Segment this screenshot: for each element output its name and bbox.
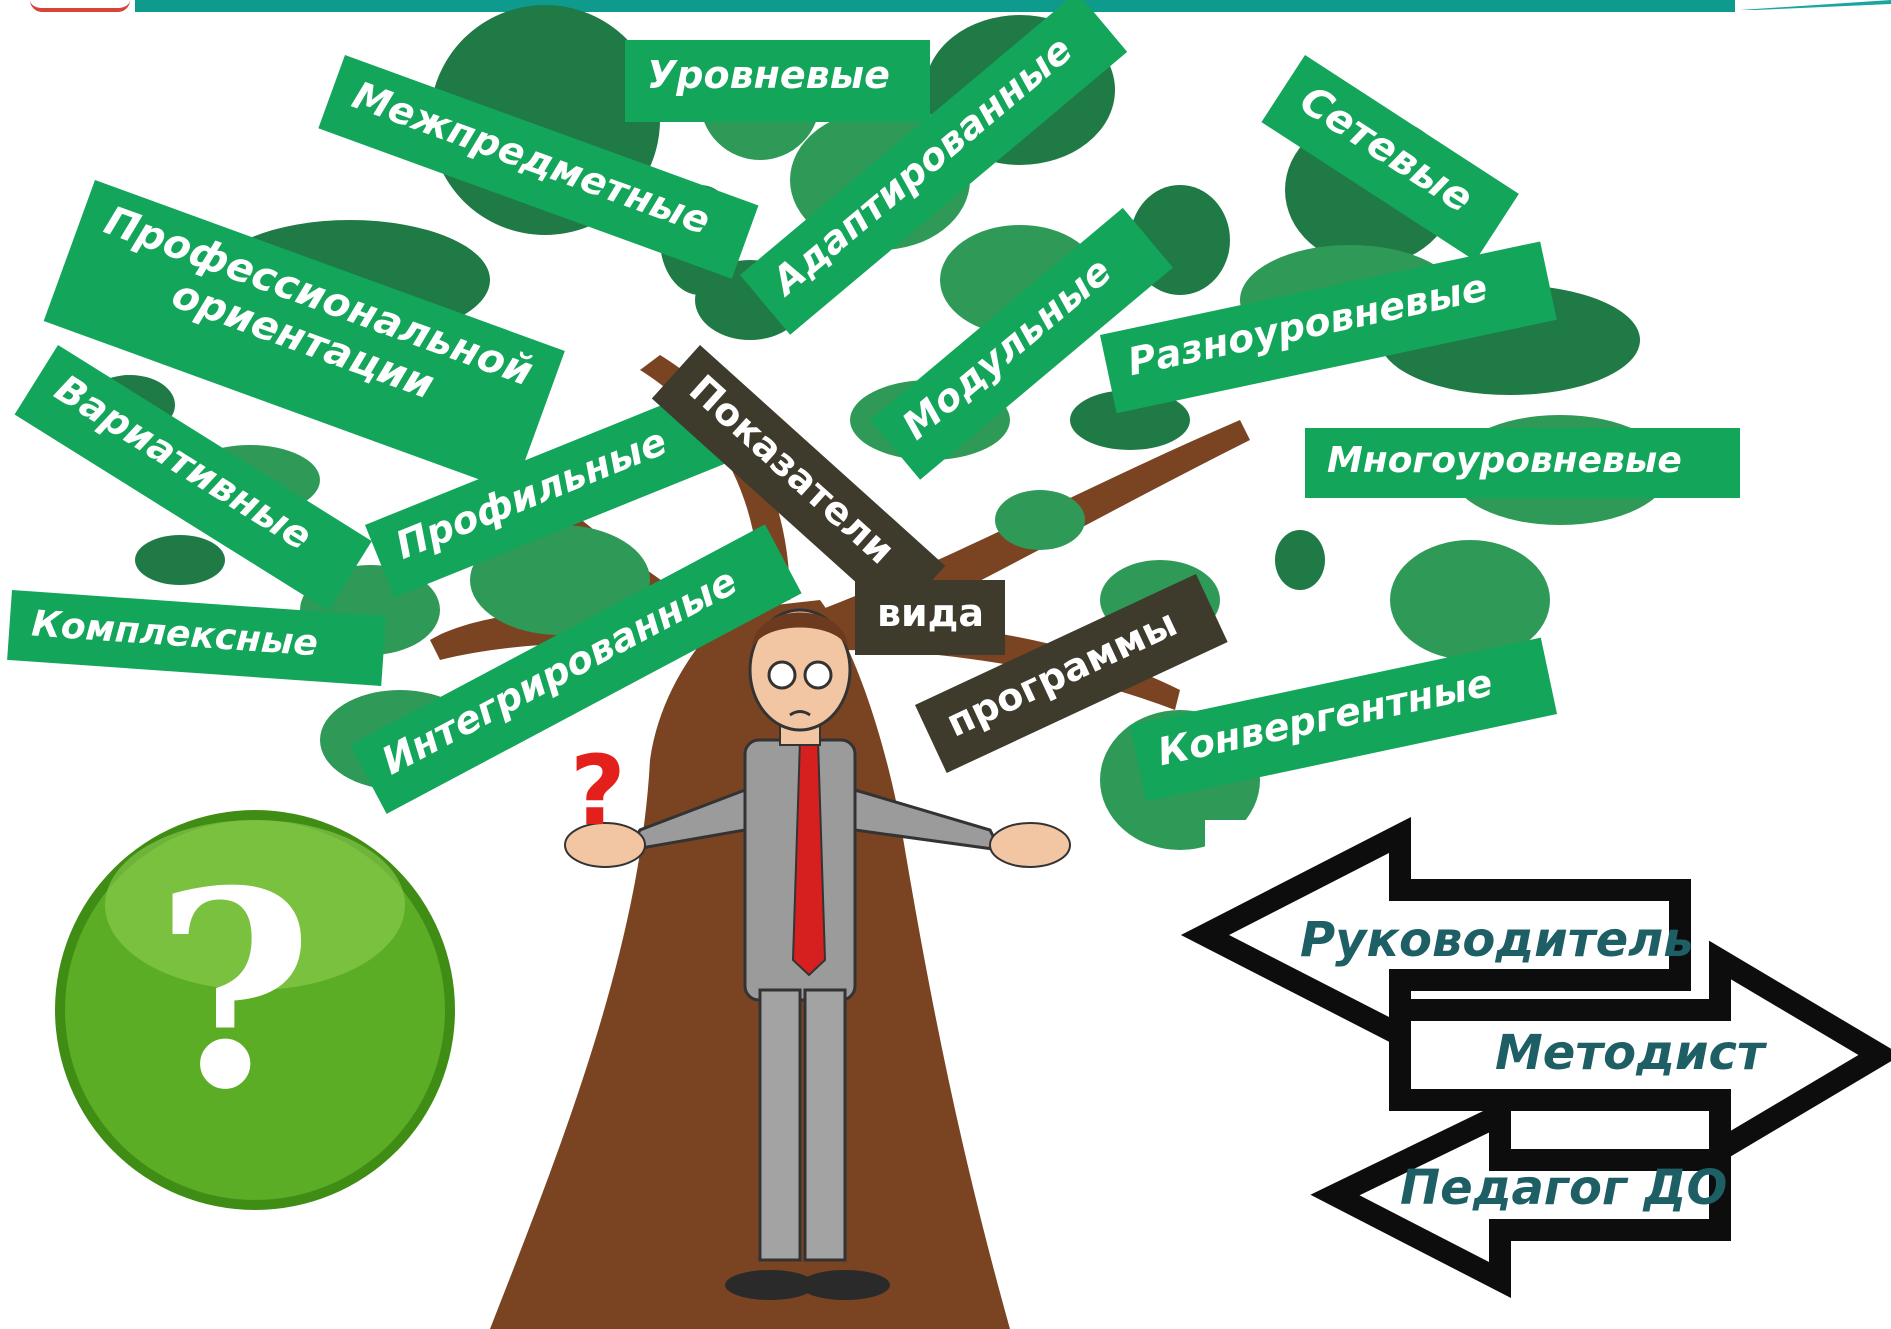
label-mnogourovnevye: Многоуровневые <box>1305 428 1740 498</box>
role-pedagog: Педагог ДО <box>1400 1160 1728 1216</box>
role-rukovoditel: Руководитель <box>1300 912 1694 968</box>
header-accent <box>1740 0 1891 10</box>
role-metodist: Методист <box>1495 1025 1765 1081</box>
title-vida: вида <box>855 580 1005 655</box>
question-button <box>55 810 455 1210</box>
question-mark-icon: ? <box>570 735 626 847</box>
question-button-glyph: ? <box>155 831 314 1149</box>
header-logo-strip <box>30 0 130 12</box>
double-arrow-icon <box>1180 816 1891 1299</box>
label-urovnevye: Уровневые <box>625 40 930 122</box>
man-figure <box>564 608 1071 1300</box>
